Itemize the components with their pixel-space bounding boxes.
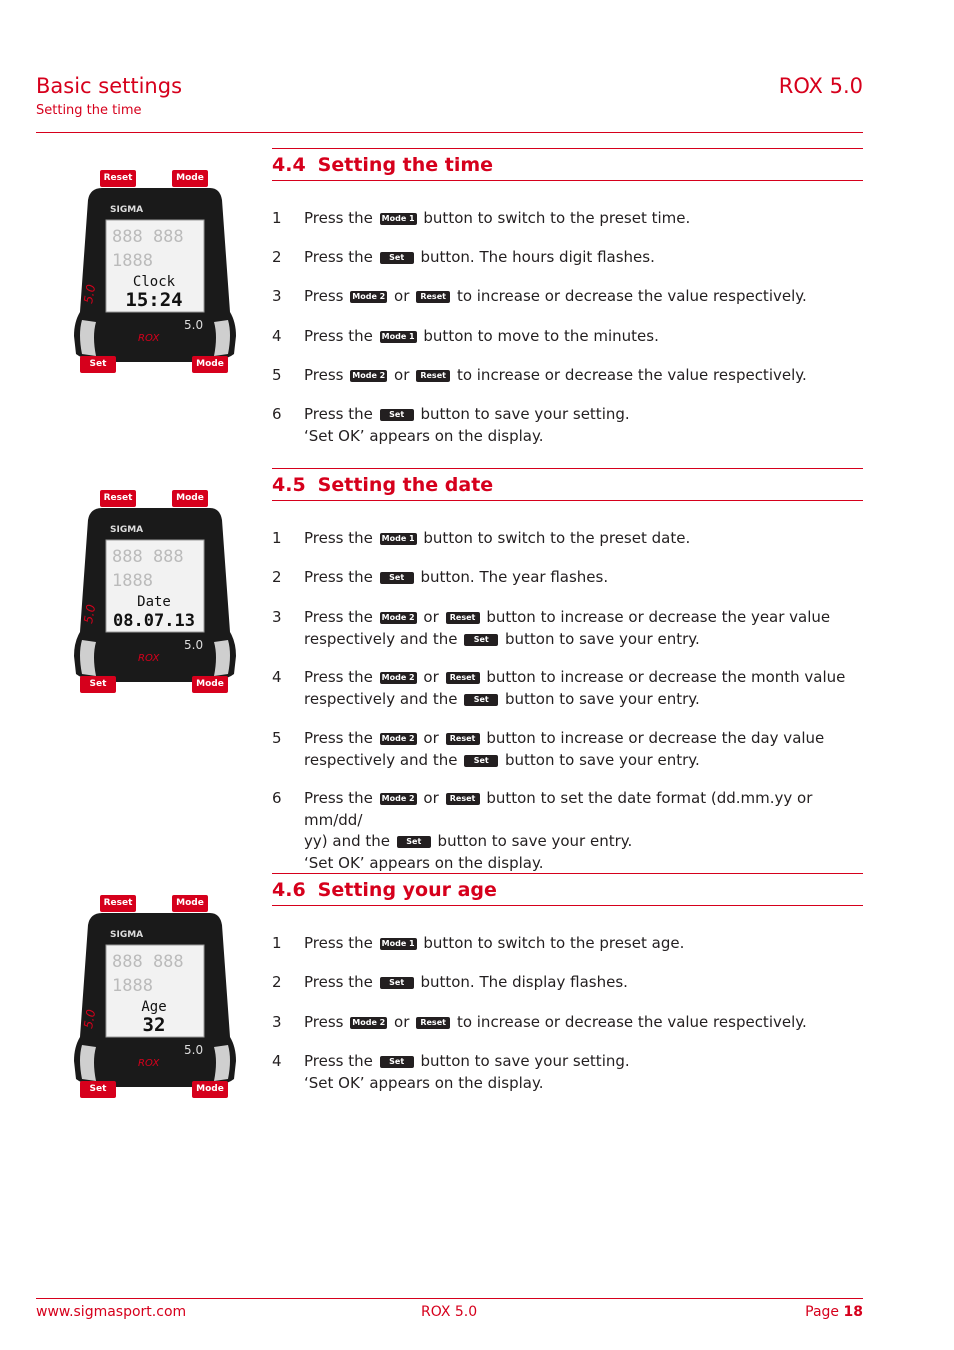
svg-text:Age: Age — [141, 999, 166, 1015]
footer-product-name: ROX 5.0 — [421, 1304, 478, 1320]
set-button-icon: Set — [464, 693, 499, 706]
header-divider — [36, 132, 863, 133]
page-subtitle: Setting the time — [36, 103, 142, 118]
page-title: Basic settings — [36, 74, 183, 98]
section-setting-age: 4.6 Setting your age 1 Press the Mode 1 … — [272, 873, 863, 1093]
mode2-button-icon: Mode 2 — [350, 1017, 388, 1029]
section-number: 4.5 — [272, 473, 306, 496]
svg-text:ROX: ROX — [138, 653, 161, 664]
set-button-icon: Set — [379, 977, 414, 989]
svg-text:1888: 1888 — [112, 976, 153, 996]
device-reset-label: Reset — [100, 170, 136, 187]
mode2-button-icon: Mode 2 — [379, 793, 417, 805]
section-heading: 4.5 Setting the date — [272, 468, 863, 501]
device-brand: SIGMA — [110, 205, 143, 215]
reset-button-icon: Reset — [416, 1017, 451, 1029]
device-mode1-label: Mode 1 — [192, 356, 228, 386]
set-button-icon: Set — [379, 409, 414, 421]
page-label: Page — [805, 1304, 840, 1320]
page-number: 18 — [843, 1304, 863, 1320]
header-product-name: ROX 5.0 — [778, 74, 863, 98]
footer-divider — [36, 1298, 863, 1299]
svg-text:5.0: 5.0 — [81, 603, 98, 625]
footer-url-link[interactable]: www.sigmasport.com — [36, 1304, 187, 1320]
device-reset-label: Reset — [100, 895, 136, 912]
set-button-icon: Set — [379, 1056, 414, 1068]
device-body-icon: SIGMA 888 888 1888 Date 08.07.13 5.0 5.0… — [74, 508, 236, 682]
svg-text:ROX: ROX — [138, 1058, 161, 1069]
device-mode1-label: Mode 1 — [192, 1081, 228, 1111]
device-illustration-age: Reset Mode 2 SIGMA 888 888 1888 Age 32 5… — [74, 895, 236, 1127]
device-brand: SIGMA — [110, 930, 143, 940]
svg-text:15:24: 15:24 — [125, 289, 182, 311]
device-reset-label: Reset — [100, 490, 136, 507]
set-button-icon: Set — [379, 572, 414, 584]
svg-text:Clock: Clock — [133, 274, 176, 290]
set-button-icon: Set — [396, 836, 431, 848]
mode2-button-icon: Mode 2 — [379, 612, 417, 624]
reset-button-icon: Reset — [445, 672, 480, 684]
footer-page-indicator: Page 18 — [805, 1304, 863, 1320]
section-number: 4.4 — [272, 153, 306, 176]
section-heading: 4.4 Setting the time — [272, 148, 863, 181]
svg-text:32: 32 — [143, 1014, 166, 1036]
section-setting-date: 4.5 Setting the date 1 Press the Mode 1 … — [272, 468, 863, 872]
mode1-button-icon: Mode 1 — [379, 938, 417, 950]
reset-button-icon: Reset — [445, 793, 480, 805]
mode2-button-icon: Mode 2 — [379, 672, 417, 684]
device-body-icon: SIGMA 888 888 1888 Age 32 5.0 5.0 ROX — [74, 913, 236, 1087]
svg-text:1888: 1888 — [112, 571, 153, 591]
reset-button-icon: Reset — [416, 370, 451, 382]
svg-text:5.0: 5.0 — [81, 283, 98, 305]
mode2-button-icon: Mode 2 — [379, 733, 417, 745]
device-brand: SIGMA — [110, 525, 143, 535]
reset-button-icon: Reset — [445, 612, 480, 624]
svg-text:ROX: ROX — [138, 333, 161, 344]
mode2-button-icon: Mode 2 — [350, 370, 388, 382]
set-button-icon: Set — [464, 633, 499, 646]
set-button-icon: Set — [379, 252, 414, 264]
section-heading: 4.6 Setting your age — [272, 873, 863, 906]
section-number: 4.6 — [272, 878, 306, 901]
svg-text:Date: Date — [137, 594, 171, 610]
set-button-icon: Set — [464, 754, 499, 767]
device-mode1-label: Mode 1 — [192, 676, 228, 706]
reset-button-icon: Reset — [445, 733, 480, 745]
svg-text:08.07.13: 08.07.13 — [113, 611, 195, 631]
device-illustration-date: Reset Mode 2 SIGMA 888 888 1888 Date 08.… — [74, 490, 236, 722]
device-set-label: Set — [80, 676, 116, 693]
section-title: Setting the date — [317, 473, 494, 496]
device-set-label: Set — [80, 356, 116, 373]
svg-text:5.0: 5.0 — [184, 638, 203, 652]
svg-text:5.0: 5.0 — [81, 1008, 98, 1030]
section-title: Setting your age — [317, 878, 497, 901]
device-set-label: Set — [80, 1081, 116, 1098]
section-title: Setting the time — [317, 153, 494, 176]
reset-button-icon: Reset — [416, 291, 451, 303]
mode1-button-icon: Mode 1 — [379, 331, 417, 343]
device-illustration-time: Reset Mode 2 SIGMA 888 888 1888 Clock 15… — [74, 170, 236, 402]
device-body-icon: SIGMA 888 888 1888 Clock 15:24 5.0 5.0 R… — [74, 188, 236, 362]
mode1-button-icon: Mode 1 — [379, 533, 417, 545]
svg-text:888 888: 888 888 — [112, 227, 184, 247]
svg-text:5.0: 5.0 — [184, 318, 203, 332]
mode1-button-icon: Mode 1 — [379, 213, 417, 225]
svg-text:888 888: 888 888 — [112, 952, 184, 972]
svg-text:1888: 1888 — [112, 251, 153, 271]
svg-text:5.0: 5.0 — [184, 1043, 203, 1057]
mode2-button-icon: Mode 2 — [350, 291, 388, 303]
svg-text:888 888: 888 888 — [112, 547, 184, 567]
section-setting-time: 4.4 Setting the time 1 Press the Mode 1 … — [272, 148, 863, 448]
